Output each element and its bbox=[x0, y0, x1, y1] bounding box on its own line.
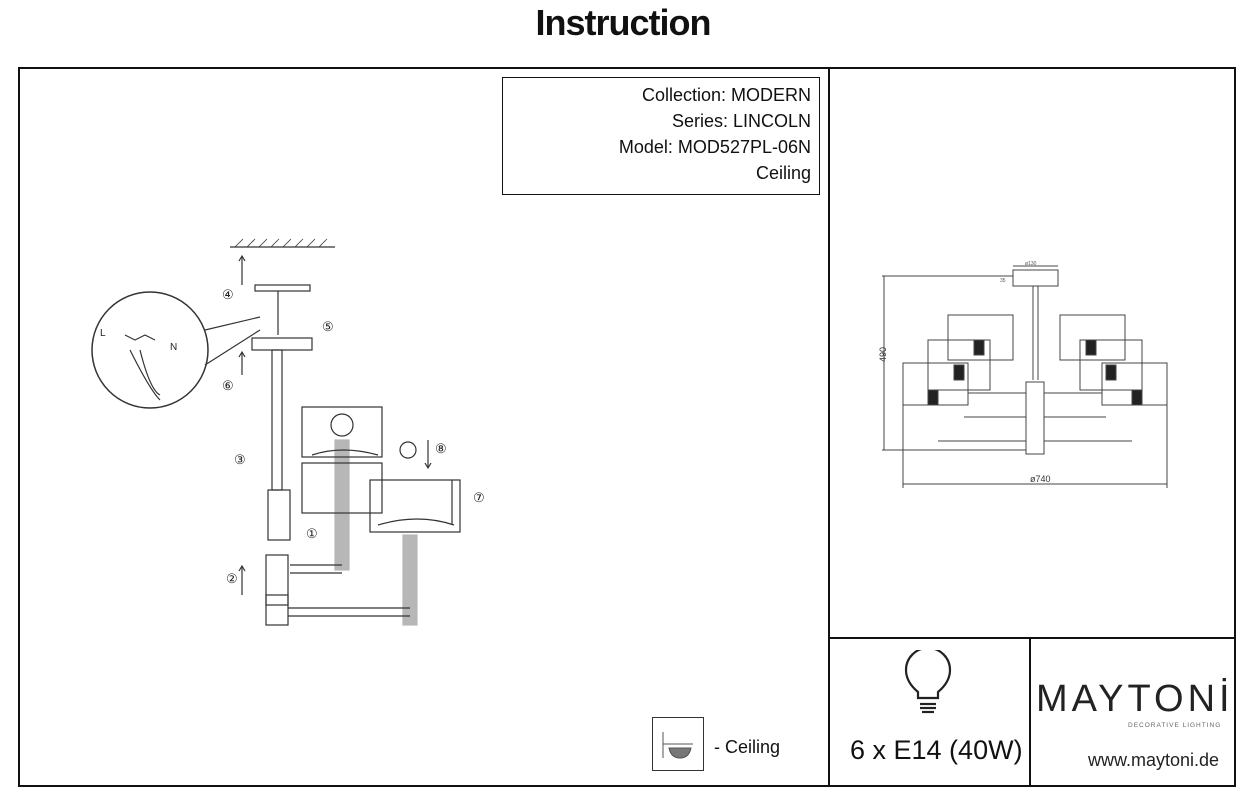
collection: Collection: MODERN bbox=[641, 85, 811, 105]
light-bulb-icon bbox=[900, 646, 956, 725]
assembly-diagram bbox=[91, 238, 461, 626]
lamp-spec: 6 x E14 (40W) bbox=[850, 735, 1023, 765]
mount-type: Ceiling bbox=[755, 163, 811, 183]
brand-logo: MAYTONİ bbox=[1036, 678, 1234, 720]
dimension-diagram bbox=[882, 265, 1168, 488]
page-title: Instruction bbox=[535, 2, 712, 43]
series: Series: LINCOLN bbox=[671, 111, 811, 131]
divider bbox=[828, 67, 830, 787]
divider bbox=[829, 637, 1236, 639]
product-info-box: Collection: MODERN Series: LINCOLN Model… bbox=[502, 77, 820, 195]
ceiling-mount-label: - Ceiling bbox=[714, 737, 781, 757]
divider bbox=[1029, 637, 1031, 787]
brand-tagline: DECORATIVE LIGHTING bbox=[1128, 722, 1222, 729]
document-frame bbox=[18, 67, 1236, 787]
ceiling-mount-icon bbox=[652, 717, 704, 771]
model: Model: MOD527PL-06N bbox=[618, 137, 811, 157]
brand-url[interactable]: www.maytoni.de bbox=[1088, 750, 1220, 770]
